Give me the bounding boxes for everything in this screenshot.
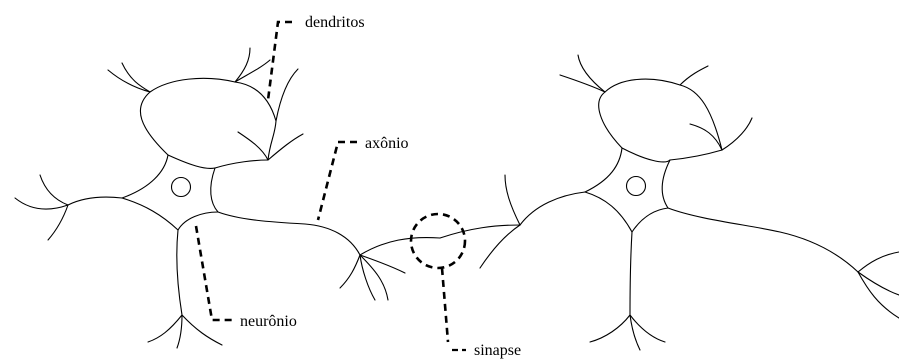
synaptic-connection: [440, 225, 520, 238]
synapse-highlight-circle: [411, 214, 465, 268]
neuron-right-dendrites: [480, 55, 752, 350]
neuron-right-nucleus: [627, 177, 646, 196]
label-synapse-group: sinapse: [442, 268, 521, 359]
label-dendrites: dendritos: [305, 14, 365, 31]
leader-line-synapse: [442, 268, 448, 342]
neuron-left-soma: [122, 155, 218, 230]
label-neuron-group: neurônio: [196, 226, 297, 330]
neuron-right-axon: [668, 208, 858, 272]
label-dendrites-group: dendritos: [268, 14, 365, 100]
leader-line-axon: [318, 142, 357, 220]
leader-line-neuron: [196, 226, 232, 320]
neuron-right-axon-terminals: [858, 252, 899, 318]
label-axon: axônio: [365, 135, 409, 152]
neuron-left-dendrites: [15, 48, 303, 348]
label-synapse: sinapse: [474, 342, 521, 359]
neuron-left-axon: [218, 212, 360, 255]
leader-line-dendrites: [268, 22, 292, 100]
neuron-right: [480, 55, 899, 350]
label-axon-group: axônio: [318, 135, 409, 220]
neuron-left: [15, 48, 440, 348]
neuron-left-nucleus: [172, 178, 191, 197]
label-neuron: neurônio: [240, 313, 297, 330]
